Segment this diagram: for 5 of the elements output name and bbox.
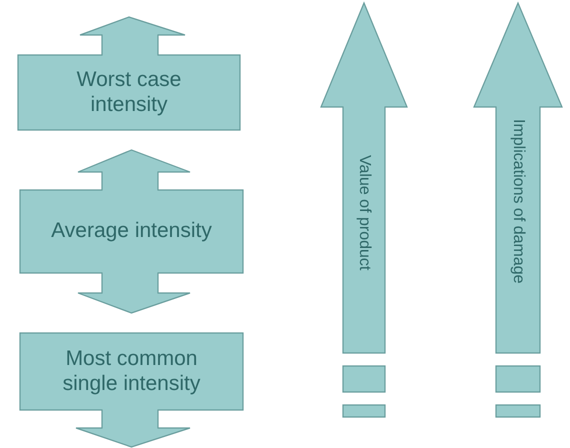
box-label: Value of product (355, 155, 374, 270)
box-label: Worst case intensity (76, 68, 182, 117)
box-label: Most common single intensity (62, 347, 202, 396)
box-label: Average intensity (51, 219, 212, 244)
box-label: Implications of damage (509, 119, 528, 284)
